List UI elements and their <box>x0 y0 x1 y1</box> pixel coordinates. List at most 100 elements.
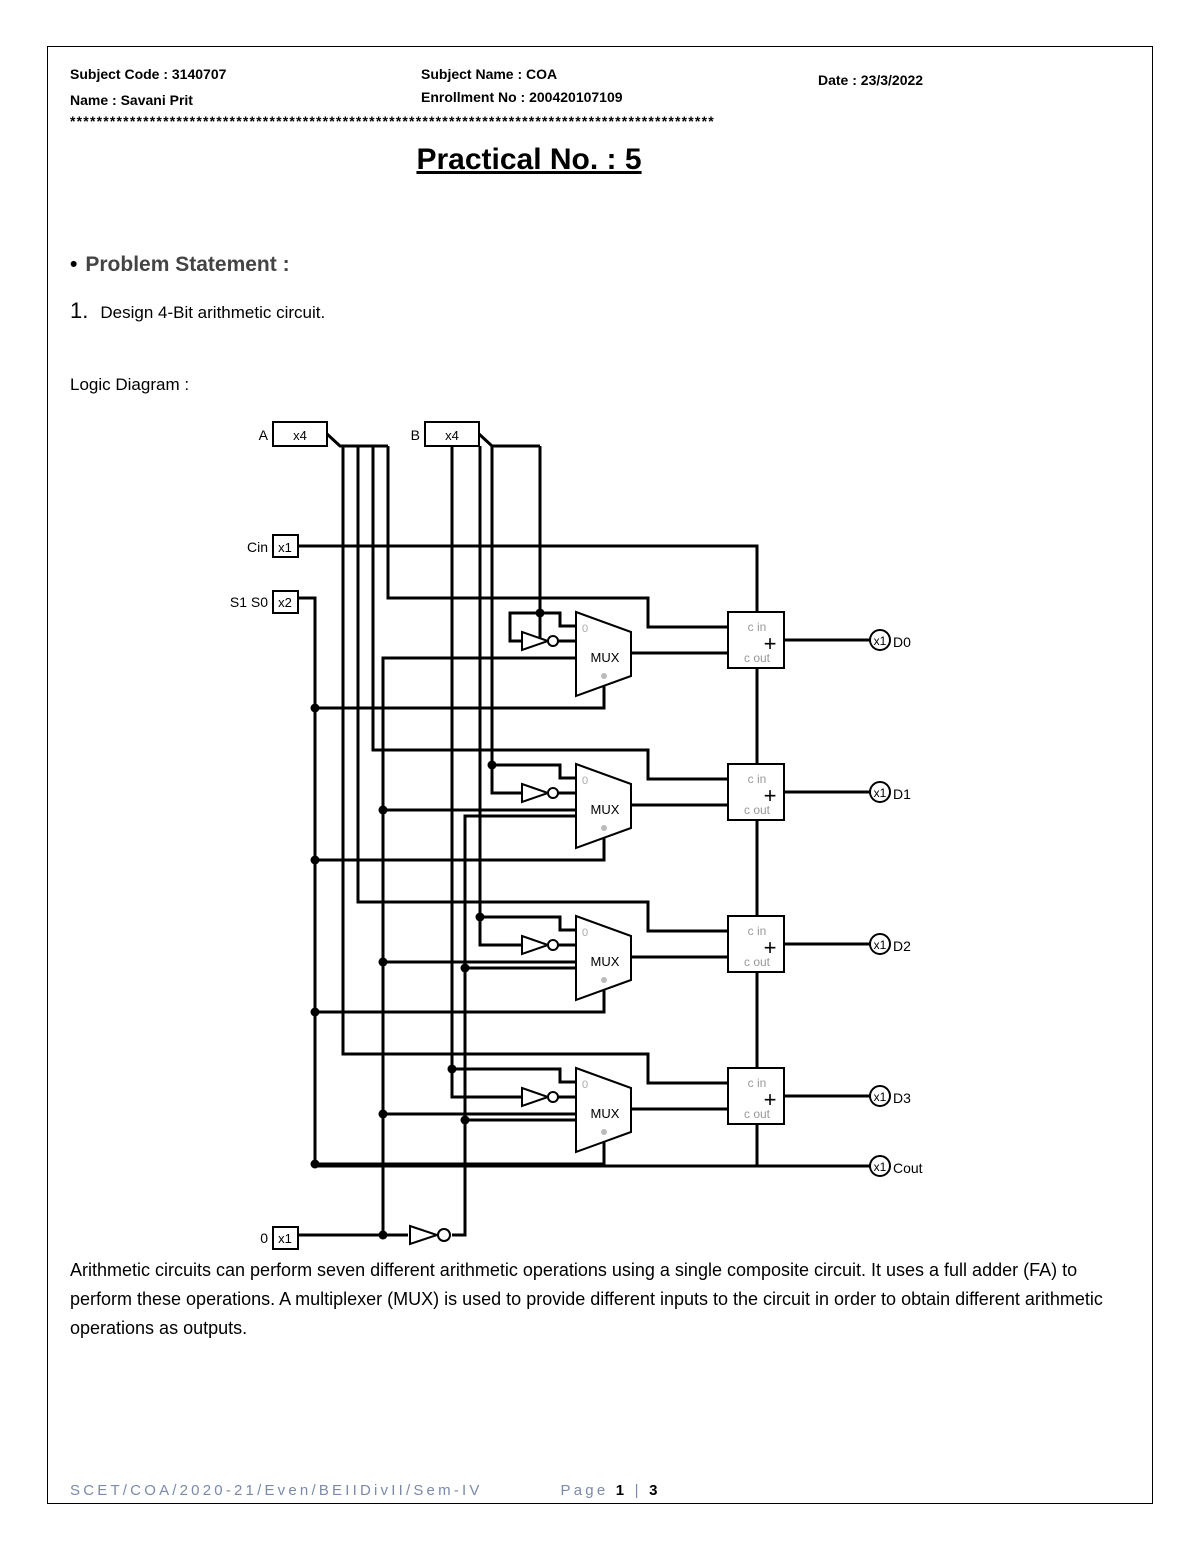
wire <box>478 917 522 947</box>
output-pin <box>869 1085 891 1107</box>
output-pin <box>869 1155 891 1177</box>
junction-dot <box>310 855 320 865</box>
adder-cin-label: c in <box>748 1076 767 1090</box>
input-b-box <box>424 421 480 447</box>
wire <box>508 611 540 643</box>
adder-cin-label: c in <box>748 620 767 634</box>
header-separator: ****************************************… <box>70 114 715 128</box>
adder-cout-label: c out <box>744 955 771 969</box>
output-pin <box>869 933 891 955</box>
input-cin-label: Cin <box>247 539 268 555</box>
page-title: Practical No. : 5 <box>416 143 642 176</box>
wire <box>490 765 522 795</box>
wire <box>325 432 388 448</box>
problem-item: 1.Design 4-Bit arithmetic circuit. <box>70 298 325 324</box>
adder-plus-sign: + <box>764 1087 777 1112</box>
mux-block <box>575 762 632 850</box>
mux-select-pin <box>601 673 607 679</box>
wire <box>386 446 728 629</box>
input-b-label: B <box>411 427 420 443</box>
output-pin <box>869 781 891 803</box>
adder-plus-sign: + <box>764 783 777 808</box>
full-adder <box>727 611 785 669</box>
mux-zero-label: 0 <box>582 775 588 787</box>
junction-dot <box>487 760 497 770</box>
mux-zero-label: 0 <box>582 1079 588 1091</box>
mux-select-pin <box>601 977 607 983</box>
not-gate <box>521 630 552 652</box>
full-adder <box>727 763 785 821</box>
junction-dot <box>378 1230 388 1240</box>
wire <box>452 814 576 1237</box>
wire <box>356 446 728 933</box>
junction-dot <box>378 1109 388 1119</box>
not-gate <box>521 782 552 804</box>
output-width: x1 <box>874 938 887 952</box>
bullet-icon: • <box>70 253 78 276</box>
page-border <box>47 46 1153 1504</box>
not-gate-zero <box>409 1224 441 1246</box>
junction-dot <box>310 1159 320 1169</box>
output-label-d3: D3 <box>893 1090 911 1106</box>
logic-diagram-label: Logic Diagram : <box>70 375 190 394</box>
wire <box>477 432 540 448</box>
input-select-width: x2 <box>278 595 292 610</box>
enrollment-number: Enrollment No : 200420107109 <box>421 89 623 105</box>
problem-text: Design 4-Bit arithmetic circuit. <box>100 303 326 322</box>
wire <box>450 1069 522 1099</box>
mux-label: MUX <box>591 802 620 817</box>
input-b-width: x4 <box>445 428 459 443</box>
wire <box>371 446 728 781</box>
wire <box>341 446 728 1085</box>
output-label-cout: Cout <box>893 1160 923 1176</box>
mux-block <box>575 914 632 1002</box>
not-gate-bubble <box>547 939 559 951</box>
junction-dot <box>378 957 388 967</box>
output-pin <box>869 629 891 651</box>
input-select-label: S1 S0 <box>230 594 268 610</box>
mux-block <box>575 610 632 698</box>
mux-zero-label: 0 <box>582 623 588 635</box>
mux-label: MUX <box>591 1106 620 1121</box>
constant-zero-width: x1 <box>278 1231 292 1246</box>
wire <box>315 1126 606 1166</box>
junction-dot <box>310 703 320 713</box>
adder-cin-label: c in <box>748 924 767 938</box>
footer-course: SCET/COA/2020-21/Even/BEIIDivII/Sem-IV <box>70 1482 483 1499</box>
adder-cout-label: c out <box>744 651 771 665</box>
output-width: x1 <box>874 634 887 648</box>
mux-block <box>575 1066 632 1154</box>
input-a-box <box>272 421 328 447</box>
junction-dot <box>475 912 485 922</box>
input-a-width: x4 <box>293 428 307 443</box>
junction-dot <box>535 608 545 618</box>
input-cin-box <box>272 534 299 558</box>
not-gate-bubble <box>547 787 559 799</box>
not-gate <box>521 1086 552 1108</box>
constant-zero-label: 0 <box>260 1230 268 1246</box>
junction-dot <box>378 805 388 815</box>
adder-cout-label: c out <box>744 803 771 817</box>
mux-select-pin <box>601 1129 607 1135</box>
student-name: Name : Savani Prit <box>70 92 193 108</box>
not-gate-bubble <box>547 635 559 647</box>
output-width: x1 <box>874 1160 887 1174</box>
not-gate <box>521 934 552 956</box>
input-a-label: A <box>259 427 269 443</box>
wire <box>381 656 576 1235</box>
output-label-d1: D1 <box>893 786 911 802</box>
wire <box>298 596 868 1168</box>
junction-dot <box>447 1064 457 1074</box>
not-gate-zero-bubble <box>437 1228 451 1242</box>
problem-heading: •Problem Statement : <box>70 253 290 277</box>
adder-cin-label: c in <box>748 772 767 786</box>
date: Date : 23/3/2022 <box>818 72 924 88</box>
output-width: x1 <box>874 1090 887 1104</box>
not-gate-bubble <box>547 1091 559 1103</box>
wire <box>315 974 606 1014</box>
mux-zero-label: 0 <box>582 927 588 939</box>
output-label-d0: D0 <box>893 634 911 650</box>
mux-label: MUX <box>591 650 620 665</box>
